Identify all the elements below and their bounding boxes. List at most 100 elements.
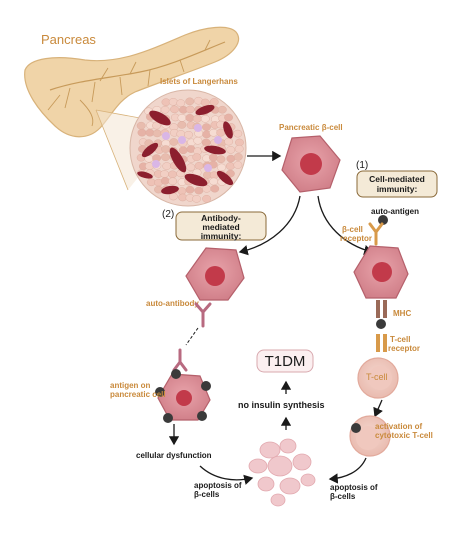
- mhc-shape: [376, 300, 387, 318]
- islet-cell: [200, 114, 210, 123]
- antibody-bound: [172, 348, 188, 372]
- islet-cell: [185, 114, 195, 122]
- antigen-cell: [155, 369, 211, 423]
- islet-blood-vessel: [223, 121, 233, 139]
- pancreas-organ: [24, 26, 240, 138]
- islet-cell: [160, 170, 169, 178]
- tcr-label-line2: receptor: [388, 344, 420, 353]
- islet-cell: [233, 161, 243, 169]
- islet-cell: [177, 121, 187, 129]
- islet-cell: [168, 98, 178, 106]
- islets-label: Islets of Langerhans: [160, 77, 238, 86]
- activation-line2: cytotoxic T-cell: [375, 431, 433, 440]
- cell-mediated-line2: immunity:: [377, 184, 418, 194]
- islet-cell: [200, 98, 210, 107]
- islet-cell: [201, 138, 211, 147]
- auto-antibody-shape: [194, 302, 212, 328]
- tcr-label-line1: T-cell: [390, 335, 410, 344]
- mhc-antigen-dot: [376, 319, 386, 329]
- antibody-mediated-box: Antibody- mediated immunity:: [175, 211, 267, 241]
- islet-cell: [137, 128, 147, 137]
- beta-receptor-line1: β-cell: [342, 225, 363, 234]
- arrow-to-cell-mediated: [317, 195, 374, 256]
- islet-alpha-cell: [204, 164, 212, 172]
- cellular-dysfunction-label: cellular dysfunction: [136, 451, 212, 460]
- apoptotic-fragments: [248, 438, 316, 507]
- antibody-mediated-line2: mediated: [202, 222, 239, 232]
- islet-cell: [136, 121, 146, 130]
- t1dm-box: T1DM: [256, 349, 314, 373]
- antigen-label-line2: pancreatic cell: [110, 390, 166, 399]
- islet-cell: [186, 163, 196, 172]
- islet-cell: [217, 163, 226, 172]
- islet-blood-vessel: [137, 171, 153, 179]
- islet-cell: [233, 153, 243, 161]
- antigen-dot: [163, 413, 173, 423]
- antigen-label-line1: antigen on: [110, 381, 151, 390]
- apoptosis-right-line1: apoptosis of: [330, 483, 378, 492]
- islet-cell: [226, 154, 236, 163]
- islet-cell: [208, 153, 218, 162]
- islet-blood-vessel: [184, 173, 208, 187]
- cell-mediated-line1: Cell-mediated: [369, 174, 425, 184]
- label-num-1: (1): [356, 160, 368, 171]
- auto-antibody-label: auto-antibody: [146, 299, 199, 308]
- apoptosis-right-line2: β-cells: [330, 492, 356, 501]
- no-insulin-label: no insulin synthesis: [238, 400, 325, 410]
- dashed-line-antibody: [185, 327, 199, 346]
- islet-cell: [194, 186, 204, 195]
- islet-cell: [209, 177, 219, 186]
- islet-cell: [176, 99, 186, 107]
- islet-alpha-cell: [178, 136, 186, 144]
- islet-cell: [168, 177, 178, 186]
- islet-cell: [202, 123, 211, 131]
- activated-t-cell: [349, 415, 391, 457]
- islet-blood-vessel: [204, 145, 226, 155]
- activation-line1: activation of: [375, 422, 422, 431]
- islet-blood-vessel: [149, 110, 171, 126]
- islet-blood-vessel: [195, 104, 215, 116]
- islet-cell: [224, 113, 233, 122]
- islet-cell: [202, 194, 212, 203]
- islet-cell: [224, 137, 234, 146]
- islet-cell: [160, 177, 170, 185]
- islet-blood-vessel: [161, 185, 179, 195]
- islet-cell: [169, 138, 179, 146]
- islet-cell: [168, 170, 177, 179]
- mhc-label: MHC: [393, 309, 411, 318]
- islet-cell: [185, 97, 195, 106]
- islet-cell: [162, 162, 172, 170]
- arrow-to-apoptosis-right: [328, 457, 367, 484]
- islet-alpha-cell: [194, 124, 202, 132]
- beta-cell-top: [281, 135, 341, 193]
- islet-cell: [233, 129, 243, 138]
- islet-cell: [184, 130, 193, 139]
- t-cell-receptor-shape: [376, 334, 387, 352]
- t-cell-label: T-cell: [366, 372, 388, 382]
- label-num-2: (2): [162, 209, 174, 220]
- islet-cell: [226, 146, 236, 154]
- islet-cell: [178, 146, 188, 155]
- islet-alpha-cell: [214, 136, 222, 144]
- beta-cell-right: [353, 245, 409, 299]
- beta-cell-left: [185, 247, 245, 301]
- islet-cell: [170, 105, 179, 114]
- islet-cell: [235, 138, 244, 147]
- auto-antigen-label: auto-antigen: [371, 207, 419, 216]
- islet-cell: [209, 98, 219, 106]
- islet-cell: [225, 162, 235, 170]
- islet-cell: [152, 129, 162, 138]
- arrow-to-apoptosis-left: [199, 465, 254, 485]
- antigen-dot: [155, 387, 165, 397]
- islet-cell: [192, 195, 201, 203]
- islet-cell: [177, 187, 187, 195]
- islet-alpha-cell: [152, 160, 160, 168]
- islet-cell: [210, 184, 220, 193]
- islet-cell: [161, 153, 170, 161]
- islet-cell: [177, 114, 187, 122]
- islet-alpha-cell: [162, 132, 170, 140]
- islet-cell: [161, 145, 171, 153]
- beta-cell-label: Pancreatic β-cell: [279, 123, 343, 132]
